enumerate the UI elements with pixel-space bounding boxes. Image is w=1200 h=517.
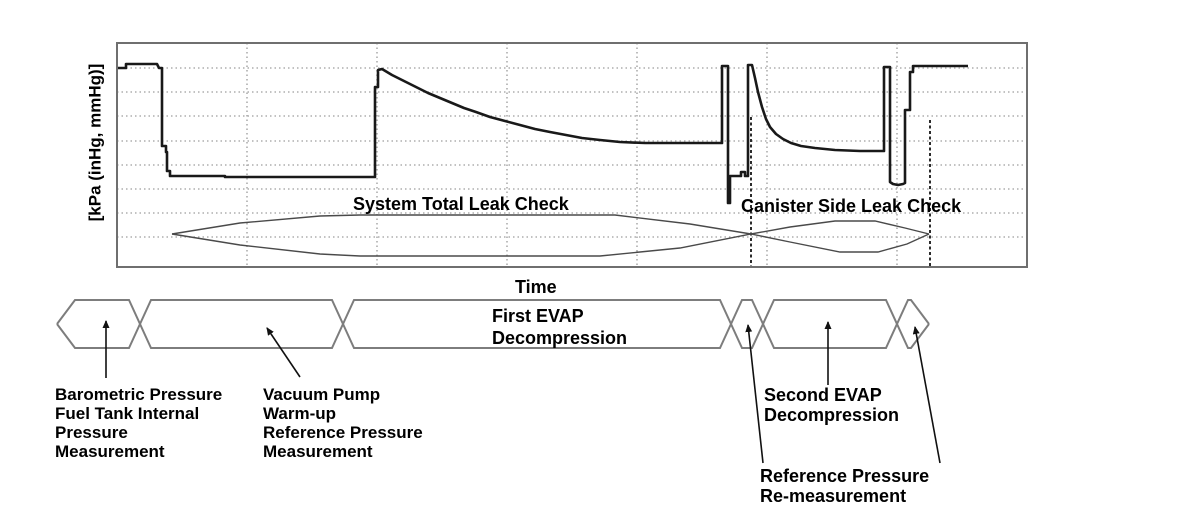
second-evap-line-2: Decompression [764, 405, 900, 425]
envelope-upper-curve [171, 214, 930, 235]
vacuum-line-4: Measurement [263, 442, 373, 461]
barometric-pressure-label: Barometric Pressure Fuel Tank Internal P… [55, 385, 222, 461]
first-evap-line-1: First EVAP [492, 306, 584, 326]
baro-line-2: Fuel Tank Internal [55, 404, 200, 423]
phase-rail-b [56, 299, 930, 349]
baro-line-1: Barometric Pressure [55, 385, 223, 404]
reference-pressure-remeasurement-label: Reference Pressure Re-measurement [760, 466, 929, 506]
baro-line-3: Pressure [55, 423, 128, 442]
ref-remeasure-line-2: Re-measurement [760, 486, 907, 506]
vacuum-line-3: Reference Pressure [263, 423, 423, 442]
canister-side-leak-check-label: Canister Side Leak Check [741, 196, 962, 216]
vacuum-line-2: Warm-up [263, 404, 337, 423]
second-evap-line-1: Second EVAP [764, 385, 882, 405]
plot-border [116, 42, 1028, 268]
system-total-leak-check-label: System Total Leak Check [353, 194, 569, 214]
vacuum-line-1: Vacuum Pump [263, 385, 381, 404]
ref-remeasure-line-1: Reference Pressure [760, 466, 930, 486]
y-axis-label: [kPa (inHg, mmHg)] [85, 63, 105, 222]
vacuum-pump-warmup-label: Vacuum Pump Warm-up Reference Pressure M… [263, 385, 423, 461]
pressure-waveform-trace [118, 62, 968, 205]
first-evap-line-2: Decompression [492, 328, 628, 348]
second-evap-decompression-label: Second EVAP Decompression [764, 385, 899, 425]
envelope-lower-curve [171, 233, 930, 257]
arrow-vacuum [266, 327, 301, 378]
baro-line-4: Measurement [55, 442, 165, 461]
arrow-ref-remeasure-right [912, 326, 941, 464]
x-axis-label-time: Time [515, 277, 557, 297]
arrow-ref-remeasure-left [745, 324, 764, 464]
first-evap-decompression-label: First EVAP Decompression [492, 305, 627, 349]
